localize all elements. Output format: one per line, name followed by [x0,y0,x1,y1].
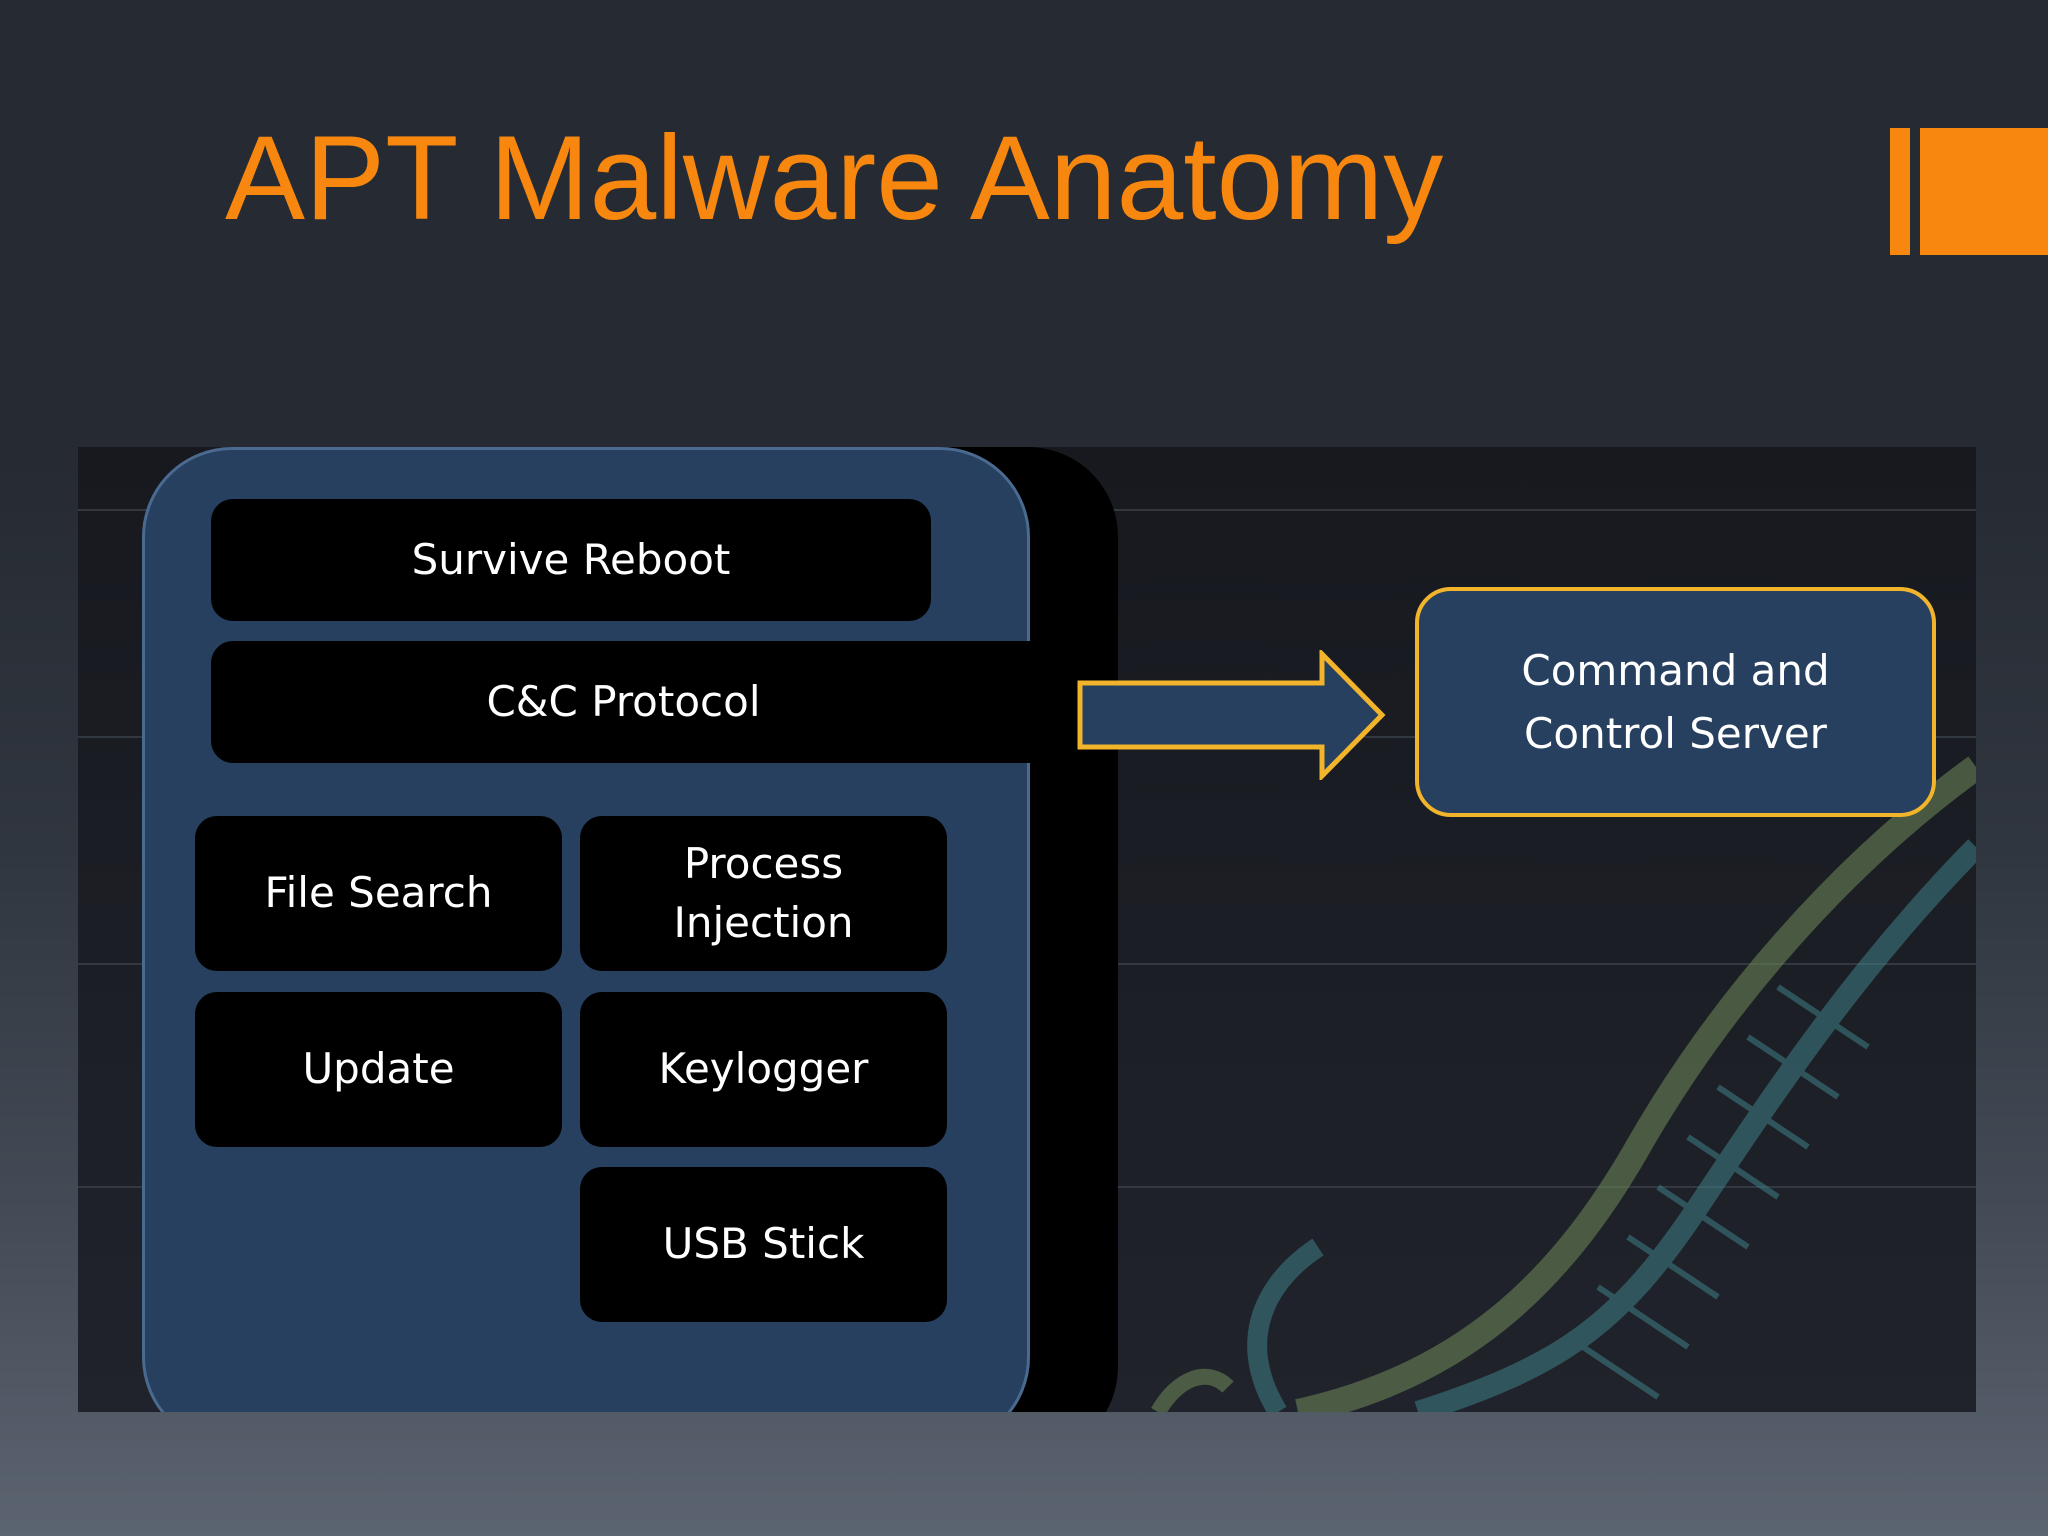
process-injection-block: Process Injection [580,816,947,971]
cnc-protocol-block: C&C Protocol [211,641,1036,763]
keylogger-label: Keylogger [658,1044,869,1094]
file-search-block: File Search [195,816,562,971]
command-and-control-server-label: Command and Control Server [1521,646,1830,758]
survive-reboot-label: Survive Reboot [411,534,731,584]
cnc-protocol-label: C&C Protocol [486,676,761,726]
command-and-control-server-box: Command and Control Server [1415,587,1936,817]
usb-stick-label: USB Stick [662,1219,865,1269]
usb-stick-block: USB Stick [580,1167,947,1322]
update-label: Update [302,1044,455,1094]
accent-block [1920,128,2048,255]
keylogger-block: Keylogger [580,992,947,1147]
process-injection-label: Process Injection [673,838,854,947]
dna-helix-icon [1151,756,1976,1412]
right-arrow-icon [1077,650,1386,780]
update-block: Update [195,992,562,1147]
slide-title: APT Malware Anatomy [225,111,1444,245]
survive-reboot-block: Survive Reboot [211,499,931,621]
accent-bar [1890,128,1910,255]
malware-anatomy-diagram: Survive Reboot C&C Protocol File Search … [78,447,1976,1412]
file-search-label: File Search [264,868,493,918]
